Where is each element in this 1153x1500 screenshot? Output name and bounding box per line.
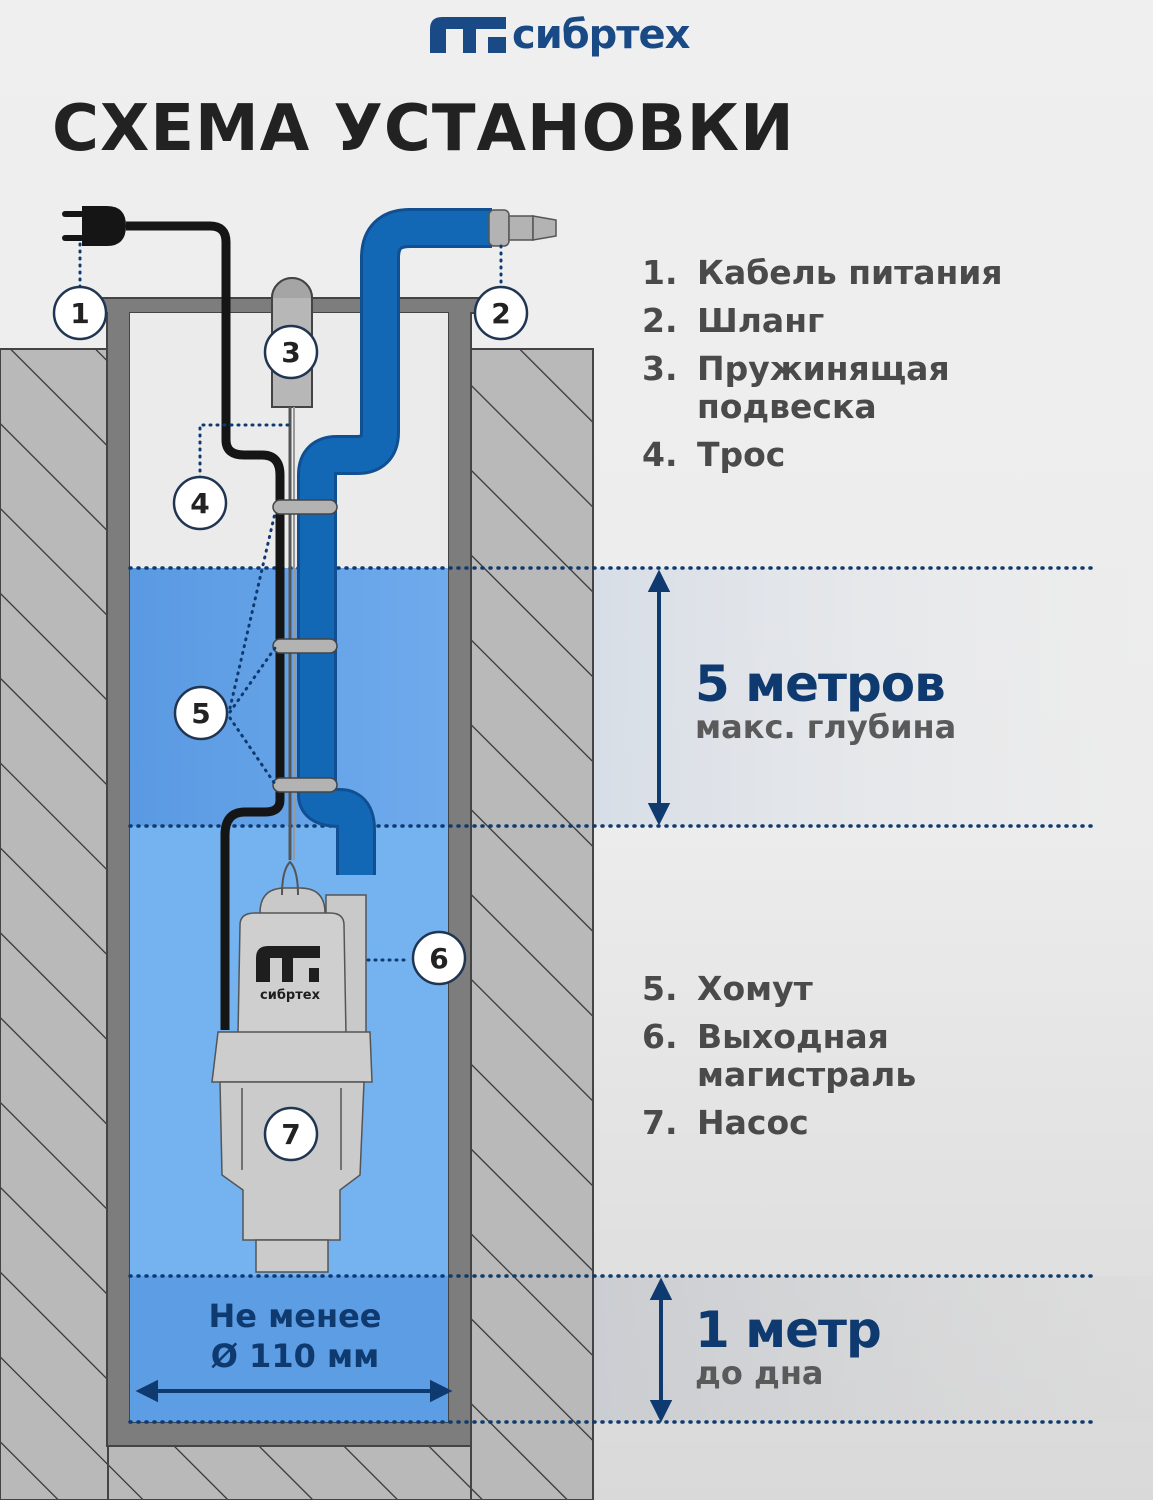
legend-item: 7. Насос: [642, 1104, 916, 1142]
ground-right: [470, 348, 594, 1500]
legend-item: 1. Кабель питания: [642, 254, 1003, 292]
legend-top: 1. Кабель питания 2. Шланг 3. Пружинящая по…: [642, 254, 1003, 484]
legend-item: 3. Пружинящая подвеска: [642, 350, 1003, 426]
hose-nozzle: [488, 209, 557, 247]
callout-circle: [173, 685, 229, 741]
page-title: СХЕМА УСТАНОВКИ: [52, 92, 795, 166]
leader-5b: [228, 646, 277, 714]
callout-number: 3: [281, 336, 300, 369]
power-cable: [126, 221, 285, 1030]
legend-num: 1.: [642, 253, 678, 292]
leader-5c: [228, 716, 277, 786]
callout-circle: [172, 475, 228, 531]
legend-num: 6.: [642, 1017, 678, 1056]
diameter-line1: Не менее: [208, 1297, 382, 1335]
bottom-band: [592, 1276, 1153, 1422]
pump-logo-icon: [256, 946, 320, 982]
legend-item: 6. Выходная магистраль: [642, 1018, 916, 1094]
legend-bottom: 5. Хомут 6. Выходная магистраль 7. Насос: [642, 970, 916, 1152]
callout-6: 6: [411, 930, 467, 986]
callout-7: 7: [263, 1106, 319, 1162]
callout-circle: [52, 285, 108, 341]
callout-circle: [473, 285, 529, 341]
callout-number: 2: [491, 297, 510, 330]
callout-1: 1: [52, 285, 108, 341]
diameter-line2: Ø 110 мм: [210, 1337, 380, 1375]
callout-2: 2: [473, 285, 529, 341]
legend-num: 3.: [642, 349, 678, 388]
legend-num: 5.: [642, 969, 678, 1008]
callout-3: 3: [263, 324, 319, 380]
brand-logo: сибртех: [430, 10, 690, 60]
max-depth-label: 5 метров макс. глубина: [695, 658, 956, 744]
water-bottom: [130, 1276, 448, 1422]
ct-logo-icon: [430, 17, 506, 53]
callout-circle: [263, 324, 319, 380]
callout-4: 4: [172, 475, 228, 531]
max-depth-caption: макс. глубина: [695, 708, 957, 746]
callout-5: 5: [173, 685, 229, 741]
legend-item: 5. Хомут: [642, 970, 916, 1008]
callout-number: 5: [191, 697, 210, 730]
brand-name: сибртех: [512, 12, 690, 58]
legend-num: 4.: [642, 435, 678, 474]
to-bottom-caption: до дна: [695, 1354, 824, 1392]
legend-label: Хомут: [697, 969, 813, 1008]
leader-4: [198, 423, 292, 480]
depth-band: [592, 568, 1153, 826]
callout-number: 7: [281, 1118, 300, 1151]
callout-number: 4: [190, 487, 209, 520]
callout-circle: [263, 1106, 319, 1162]
legend-label: Шланг: [697, 301, 825, 340]
legend-label: Насос: [697, 1103, 809, 1142]
callout-number: 6: [429, 942, 448, 975]
clamp: [272, 499, 338, 515]
diameter-label: Не менее Ø 110 мм: [150, 1296, 440, 1376]
plug-icon: [62, 206, 126, 246]
to-bottom-label: 1 метр до дна: [695, 1301, 882, 1392]
ground-left: [0, 348, 109, 1500]
leader-5a: [228, 511, 277, 710]
clamp: [272, 638, 338, 654]
legend-label: Пружинящая подвеска: [697, 349, 950, 426]
legend-item: 4. Трос: [642, 436, 1003, 474]
legend-num: 7.: [642, 1103, 678, 1142]
max-depth-value: 5 метров: [695, 655, 946, 713]
legend-item: 2. Шланг: [642, 302, 1003, 340]
legend-label: Кабель питания: [697, 253, 1003, 292]
callout-circle: [411, 930, 467, 986]
to-bottom-value: 1 метр: [695, 1301, 882, 1359]
legend-label: Трос: [697, 435, 786, 474]
ground-bottom: [107, 1444, 472, 1500]
callout-number: 1: [70, 297, 89, 330]
legend-num: 2.: [642, 301, 678, 340]
clamp: [272, 777, 338, 793]
pump-brand-label: сибртех: [260, 988, 321, 1003]
legend-label: Выходная магистраль: [697, 1017, 917, 1094]
